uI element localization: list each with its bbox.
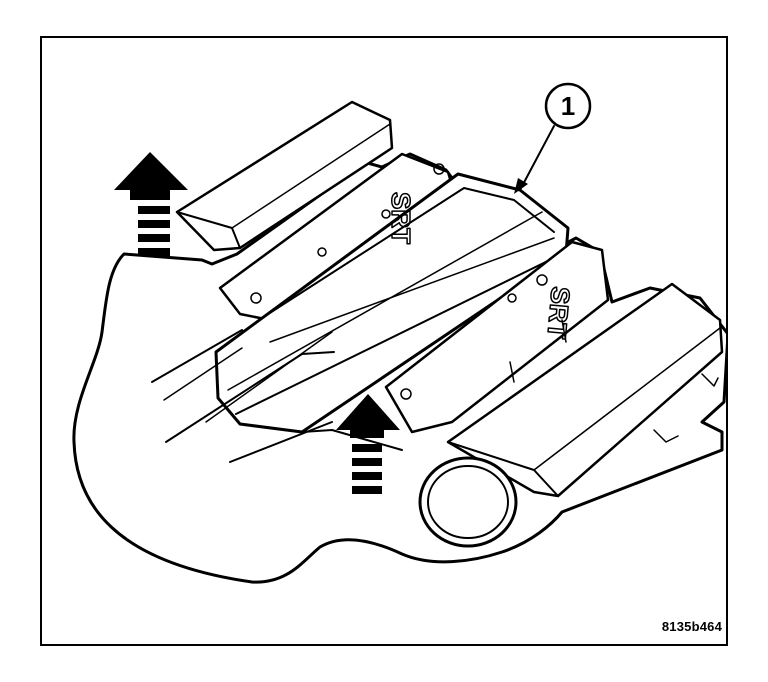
callout-circle: [544, 82, 592, 130]
engraving-left: SRT: [386, 192, 416, 244]
lift-arrow-front: [336, 394, 400, 494]
callout-number: 1: [561, 91, 575, 121]
engine-cover-illustration: SRT SRT 1: [72, 82, 726, 584]
rear-flap: [175, 100, 394, 252]
lift-arrow-rear: [114, 152, 188, 256]
diagram-frame: SRT SRT 1 8135b464: [40, 36, 728, 646]
callout-leader: [519, 125, 555, 191]
engraving-right: SRT: [541, 285, 575, 340]
right-tray: [384, 240, 610, 434]
oil-filler-opening: [418, 456, 518, 548]
figure-id: 8135b464: [661, 619, 722, 634]
front-right-flap: [446, 282, 724, 498]
